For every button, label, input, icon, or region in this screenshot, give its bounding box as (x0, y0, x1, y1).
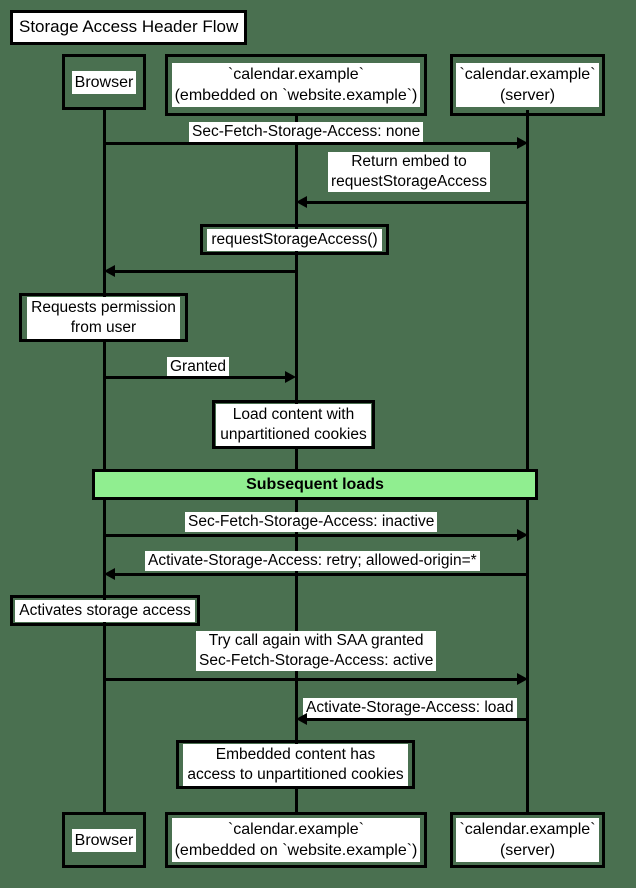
message-8-arrowhead (296, 713, 307, 725)
message-6-label: Activate-Storage-Access: retry; allowed-… (145, 551, 480, 571)
message-5-label: Sec-Fetch-Storage-Access: inactive (185, 512, 438, 532)
participant-embedded-bottom[interactable]: `calendar.example` (embedded on `website… (165, 812, 427, 868)
message-2-arrowhead (296, 196, 307, 208)
note-load-content: Load content with unpartitioned cookies (212, 400, 375, 449)
participant-server-top-label: `calendar.example` (server) (456, 63, 599, 107)
participant-browser-bottom-label: Browser (71, 828, 137, 852)
message-4-arrowhead (285, 371, 296, 383)
message-4-line (104, 376, 286, 379)
message-4-label: Granted (167, 357, 230, 377)
message-6-line (113, 573, 527, 576)
message-8-line (306, 718, 527, 721)
note-embedded-access: Embedded content has access to unpartiti… (176, 740, 415, 789)
message-1-line (104, 142, 518, 145)
lifeline-server (526, 110, 529, 813)
message-3-label: requestStorageAccess() (207, 228, 382, 251)
message-7-label: Try call again with SAA granted Sec-Fetc… (196, 631, 437, 671)
note-requests-permission: Requests permission from user (19, 293, 188, 342)
note-requests-permission-text: Requests permission from user (27, 296, 180, 339)
participant-embedded-bottom-label: `calendar.example` (embedded on `website… (171, 818, 421, 862)
message-1-arrowhead (517, 137, 528, 149)
participant-browser-top-label: Browser (71, 70, 137, 94)
divider-subsequent-loads-label: Subsequent loads (246, 475, 384, 493)
note-embedded-access-text: Embedded content has access to unpartiti… (183, 743, 408, 786)
participant-server-bottom[interactable]: `calendar.example` (server) (450, 812, 605, 868)
participant-server-bottom-label: `calendar.example` (server) (456, 818, 599, 862)
message-3-arrowhead (104, 265, 115, 277)
participant-embedded-top-label: `calendar.example` (embedded on `website… (171, 63, 421, 107)
note-load-content-text: Load content with unpartitioned cookies (216, 403, 371, 446)
message-1-label: Sec-Fetch-Storage-Access: none (189, 122, 424, 142)
message-2-line (306, 201, 527, 204)
message-7-arrowhead (517, 673, 528, 685)
message-3-label-box: requestStorageAccess() (200, 224, 389, 255)
message-5-line (104, 534, 518, 537)
diagram-title: Storage Access Header Flow (13, 13, 245, 42)
participant-browser-top[interactable]: Browser (62, 54, 146, 110)
message-3-line (113, 270, 296, 273)
note-activates-storage-access: Activates storage access (10, 595, 200, 626)
message-8-label: Activate-Storage-Access: load (303, 698, 517, 718)
lifeline-embedded (295, 115, 298, 813)
lifeline-browser (103, 110, 106, 813)
message-6-arrowhead (104, 568, 115, 580)
participant-browser-bottom[interactable]: Browser (62, 812, 146, 868)
message-7-line (104, 678, 518, 681)
message-2-label: Return embed to requestStorageAccess (328, 152, 490, 192)
divider-subsequent-loads: Subsequent loads (92, 469, 538, 500)
message-5-arrowhead (517, 529, 528, 541)
participant-embedded-top[interactable]: `calendar.example` (embedded on `website… (165, 54, 427, 116)
diagram-title-box: Storage Access Header Flow (10, 10, 248, 45)
participant-server-top[interactable]: `calendar.example` (server) (450, 54, 605, 116)
note-activates-storage-access-text: Activates storage access (15, 599, 195, 622)
